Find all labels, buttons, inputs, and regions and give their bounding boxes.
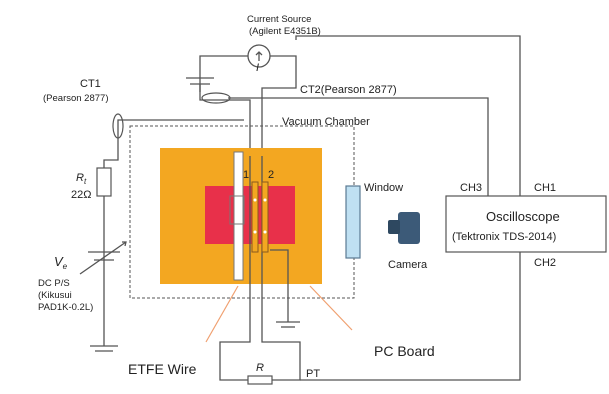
outer-wiring [117, 35, 521, 381]
oscilloscope-model: (Tektronix TDS-2014) [452, 231, 556, 243]
resistor-r [247, 375, 273, 385]
ct1-sensor [112, 113, 124, 139]
oscilloscope-label: Oscilloscope [486, 209, 560, 224]
camera [388, 212, 420, 244]
etfe-wire-clip [229, 195, 245, 225]
ch3-label: CH3 [460, 182, 482, 194]
ct1-label: CT1 [80, 78, 101, 90]
wire-2-label: 2 [268, 169, 274, 181]
ct1-model: (Pearson 2877) [43, 93, 108, 104]
ct2-label: CT2(Pearson 2877) [300, 84, 397, 96]
vacuum-chamber-label: Vacuum Chamber [282, 116, 370, 128]
current-source-i-label: I [256, 62, 259, 74]
current-source-loop: I [186, 44, 297, 156]
camera-label: Camera [388, 259, 428, 271]
dc-ps-model: PAD1K-0.2L) [38, 302, 93, 313]
etfe-pointer [205, 285, 239, 343]
r-bottom-label: R [256, 362, 264, 374]
rt-value: 22Ω [71, 189, 91, 201]
pt-label: PT [306, 368, 320, 380]
resistor-rt [96, 167, 112, 197]
window [345, 185, 361, 259]
etfe-wire-assembly [219, 151, 301, 385]
dc-ps-maker: (Kikusui [38, 290, 72, 301]
rt-label: Rt [76, 172, 87, 186]
wire-1-label: 1 [243, 169, 249, 181]
etfe-wire-label: ETFE Wire [128, 361, 197, 377]
window-label: Window [364, 182, 403, 194]
dc-ps-label: DC P/S [38, 278, 70, 289]
pc-board-label: PC Board [374, 343, 435, 359]
wire-2 [261, 181, 269, 253]
dc-supply-branch [79, 113, 127, 352]
current-source-model: (Agilent E4351B) [249, 26, 321, 37]
ch2-label: CH2 [534, 257, 556, 269]
ch1-label: CH1 [534, 182, 556, 194]
ve-label: Ve [54, 254, 68, 271]
ct2-sensor [201, 92, 231, 104]
oscilloscope [445, 195, 607, 253]
current-source-label: Current Source [247, 14, 311, 25]
pc-board-pointer [309, 285, 353, 331]
wire-1 [251, 181, 259, 253]
etfe-wire-bar [233, 151, 244, 281]
